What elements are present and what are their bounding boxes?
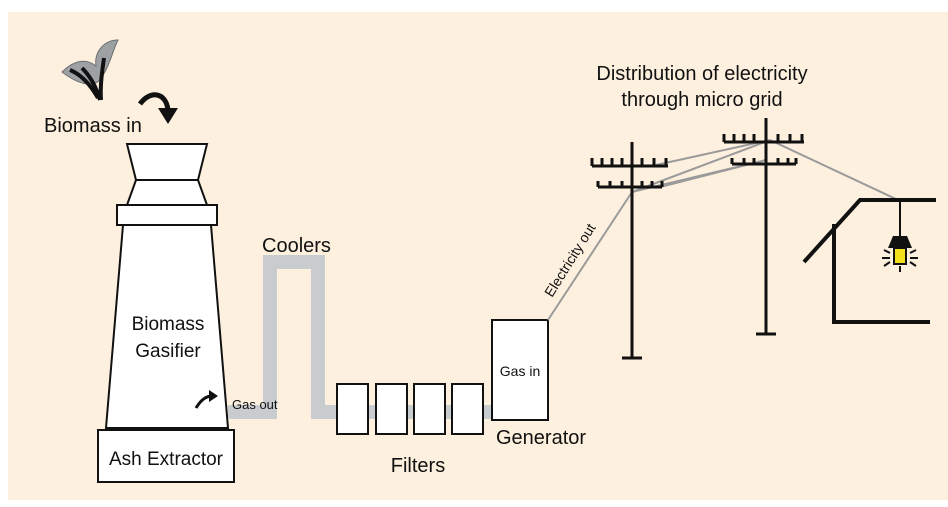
ash-extractor-label: Ash Extractor	[109, 449, 224, 470]
ash-extractor-box	[97, 429, 235, 483]
biomass-in-arrow-icon	[137, 92, 178, 124]
biomass-leaves-icon	[61, 39, 119, 101]
distribution-label-line2: through micro grid	[621, 89, 782, 111]
coolers-label: Coolers	[262, 235, 331, 257]
filter-unit	[336, 383, 369, 435]
gasifier-label-line2: Gasifier	[135, 341, 201, 362]
gasifier-body	[104, 224, 230, 429]
filter-unit	[413, 383, 446, 435]
hopper-neck	[125, 179, 209, 206]
gas-out-arrow-icon	[194, 390, 218, 409]
distribution-label-line1: Distribution of electricity	[596, 63, 807, 85]
utility-pole	[590, 142, 668, 360]
house	[802, 198, 936, 324]
biomass-in-label: Biomass in	[44, 115, 142, 137]
gas-out-label: Gas out	[232, 397, 278, 412]
light-bulb-icon	[882, 200, 918, 272]
filter-unit	[451, 383, 484, 435]
filters-label: Filters	[391, 455, 445, 477]
generator-label: Generator	[496, 427, 586, 449]
filter-unit	[375, 383, 408, 435]
gas-in-label: Gas in	[500, 363, 540, 379]
utility-pole	[722, 118, 804, 336]
gasifier-collar	[116, 204, 218, 226]
generator-box	[491, 319, 549, 421]
feed-hopper	[125, 143, 209, 181]
gasifier-label-line1: Biomass	[132, 314, 205, 335]
